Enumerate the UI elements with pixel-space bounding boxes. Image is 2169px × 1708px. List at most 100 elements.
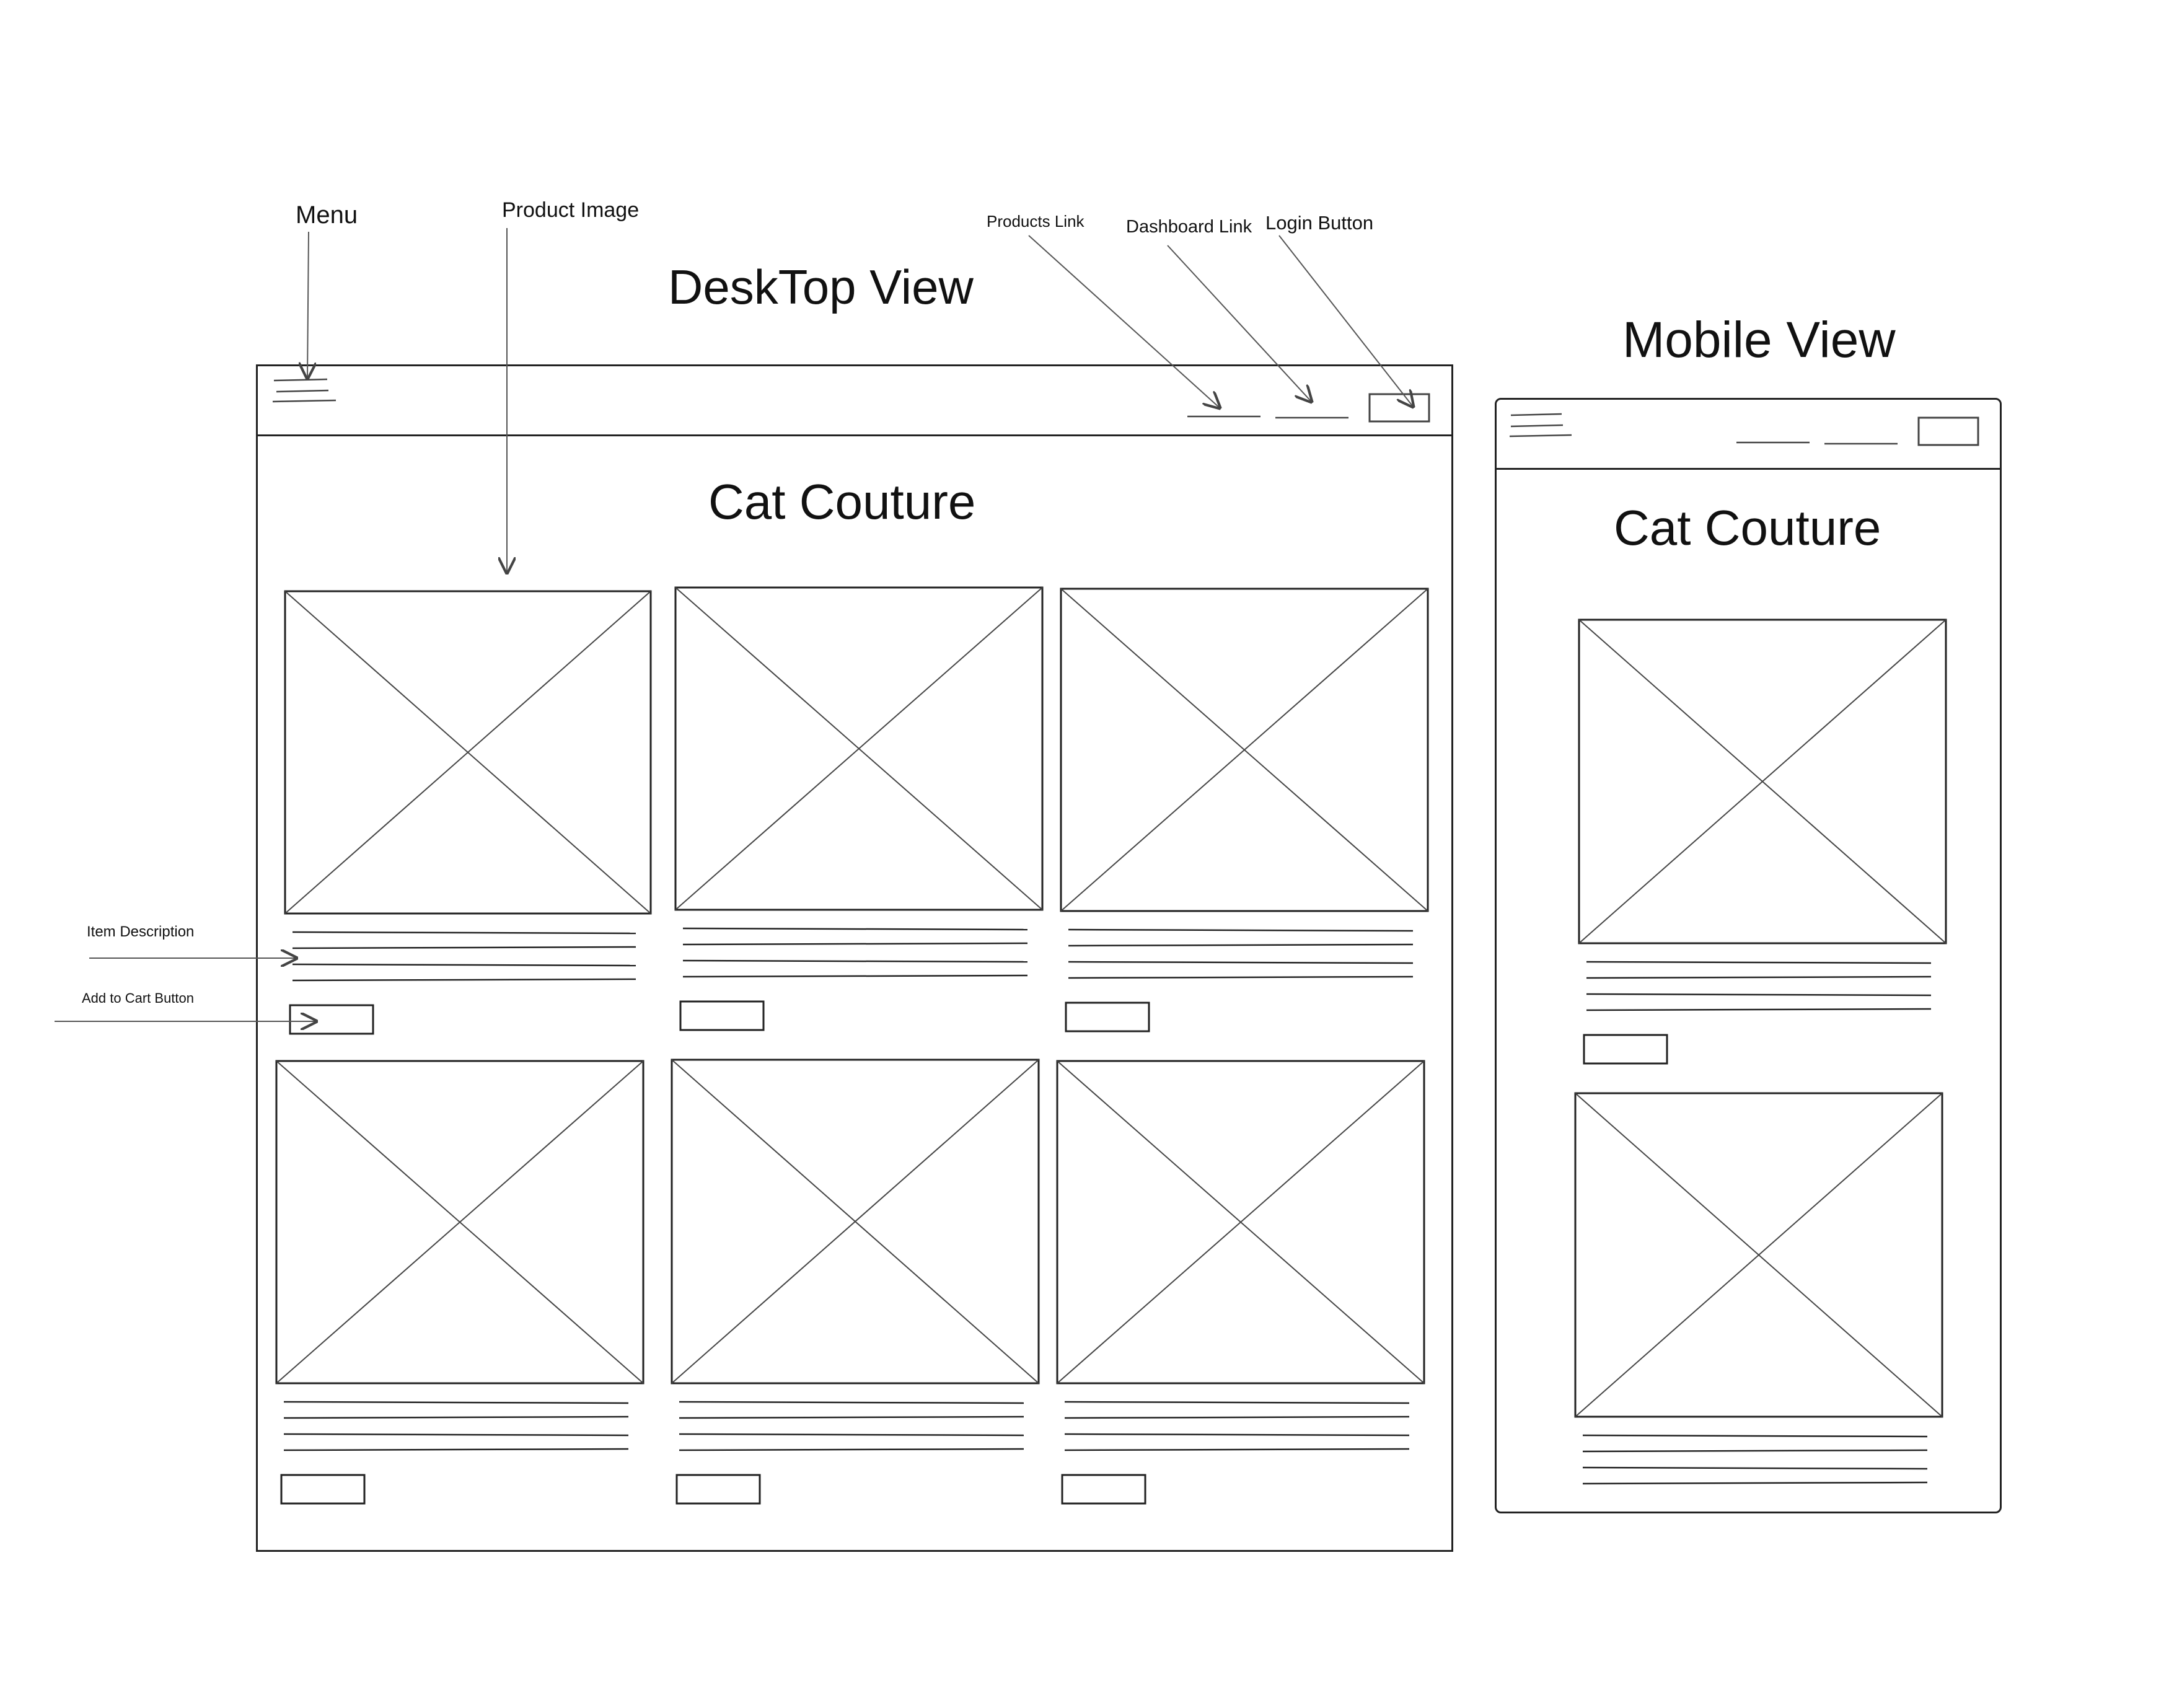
mobile-login-button[interactable] [1917,416,1979,446]
annotation-product-image: Product Image [502,198,640,222]
desktop-product-card [1060,588,1429,1032]
desktop-login-button[interactable] [1368,393,1430,423]
desktop-menu-icon[interactable] [272,378,337,403]
item-description-lines [1068,928,1414,979]
desktop-product-card [674,586,1044,1031]
description-line [283,1415,629,1419]
description-line [1068,943,1414,947]
image-cross-line [284,591,651,914]
item-description-lines [283,1401,629,1451]
add-to-cart-button[interactable] [289,1004,374,1035]
image-frame [284,590,652,915]
annotation-add-to-cart-button: Add to Cart Button [82,990,194,1006]
description-line [292,963,636,967]
mobile-product-card [1578,618,1947,1065]
item-description-lines [1586,961,1932,1011]
description-line [1586,961,1932,964]
description-line [1582,1466,1928,1470]
description-line [292,946,636,949]
product-image-placeholder [671,1059,1040,1384]
mobile-view-label: Mobile View [1622,312,1896,368]
annotation-item-description: Item Description [87,923,195,940]
image-cross-line [1060,588,1428,912]
image-frame [1060,588,1429,912]
desktop-product-card [1056,1060,1425,1505]
description-line [1586,1008,1932,1011]
description-line [1586,993,1932,997]
description-line [1582,1434,1928,1438]
product-image-placeholder [284,590,652,915]
mobile-product-card [1574,1092,1943,1485]
annotation-arrows [55,228,1413,1021]
description-line [1068,928,1414,932]
description-line [1582,1449,1928,1453]
description-line [682,974,1028,978]
annotation-menu: Menu [296,201,358,229]
annotation-login-button: Login Button [1265,212,1374,234]
add-to-cart-button[interactable] [1061,1474,1146,1505]
image-frame [275,1060,645,1384]
annotation-products-link: Products Link [987,212,1084,231]
mobile-navbar [1497,400,2000,470]
description-line [679,1448,1024,1451]
item-description-lines [292,931,636,982]
desktop-site-title: Cat Couture [708,474,976,529]
arrow-products-link [1028,235,1220,408]
item-description-lines [682,927,1028,978]
description-line [1064,1401,1410,1404]
description-line [1064,1433,1410,1437]
image-frame [1574,1092,1943,1418]
desktop-product-card [671,1059,1040,1505]
arrow-menu [307,231,309,378]
description-line [283,1433,629,1437]
description-line [1582,1481,1928,1485]
description-line [1064,1415,1410,1419]
item-description-lines [1582,1434,1928,1485]
product-image-placeholder [674,586,1044,911]
description-line [1068,975,1414,979]
image-cross-line [276,1060,644,1384]
product-image-placeholder [1574,1092,1943,1418]
add-to-cart-button[interactable] [1583,1034,1668,1065]
arrow-dashboard-link [1167,245,1311,402]
description-line [682,927,1028,931]
mobile-frame [1495,398,2002,1513]
product-image-placeholder [1056,1060,1425,1384]
description-line [679,1415,1024,1419]
description-line [283,1448,629,1451]
description-line [292,978,636,982]
description-line [679,1433,1024,1437]
desktop-view-label: DeskTop View [668,260,974,314]
image-frame [671,1059,1040,1384]
description-line [1586,975,1932,979]
desktop-product-card [284,590,652,1035]
mobile-menu-icon[interactable] [1509,413,1572,438]
description-line [283,1401,629,1404]
description-line [1064,1448,1410,1451]
mobile-site-title: Cat Couture [1614,500,1881,555]
description-line [682,942,1028,946]
add-to-cart-button[interactable] [675,1474,761,1505]
image-cross-line [1578,619,1947,944]
image-cross-line [1057,1060,1425,1384]
arrow-login-button [1278,235,1413,407]
desktop-product-card [275,1060,645,1505]
product-image-placeholder [275,1060,645,1384]
product-image-placeholder [1060,588,1429,912]
description-line [679,1401,1024,1404]
description-line [1068,961,1414,964]
image-frame [674,586,1044,911]
image-frame [1578,618,1947,944]
desktop-navbar [258,366,1451,436]
add-to-cart-button[interactable] [1065,1001,1150,1032]
description-line [292,931,636,935]
add-to-cart-button[interactable] [679,1000,765,1031]
image-cross-line [675,587,1043,910]
add-to-cart-button[interactable] [280,1474,366,1505]
product-cards [275,586,1947,1505]
annotation-dashboard-link: Dashboard Link [1126,217,1252,237]
item-description-lines [679,1401,1024,1451]
product-image-placeholder [1578,618,1947,944]
